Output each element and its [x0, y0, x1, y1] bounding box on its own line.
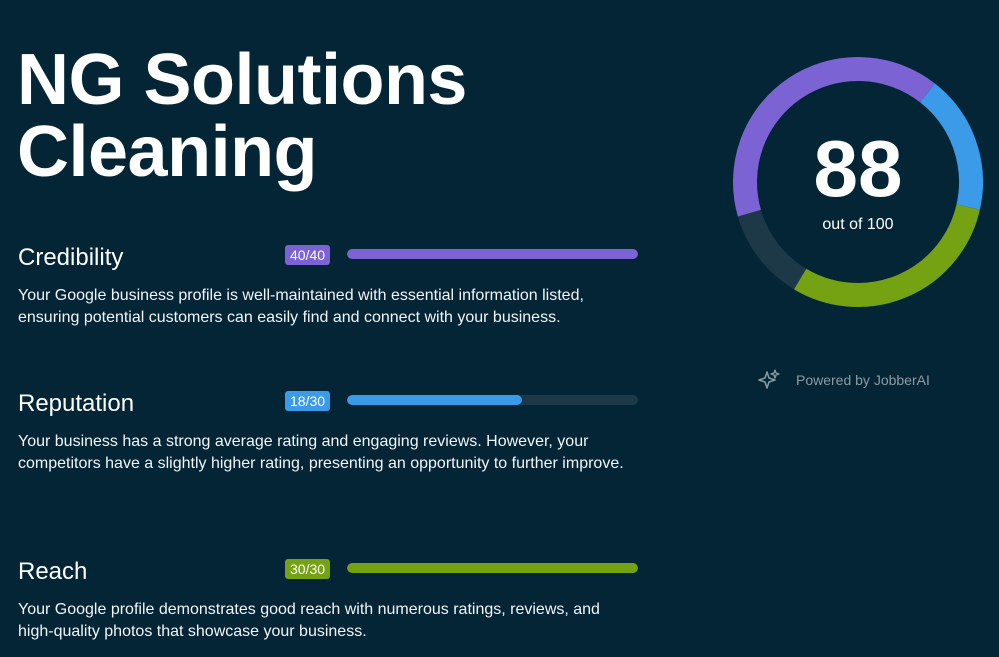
reputation-description: Your business has a strong average ratin…	[18, 433, 624, 472]
page-title: NG Solutions Cleaning	[17, 44, 617, 188]
title-line-2: Cleaning	[17, 112, 318, 192]
section-reputation-title: Reputation	[18, 390, 135, 417]
title-line-1: NG Solutions	[17, 40, 467, 120]
section-reach: Reach 30/30 Your Google profile demonstr…	[18, 557, 638, 643]
section-reputation: Reputation 18/30 Your business has a str…	[18, 389, 638, 475]
reach-score-badge: 30/30	[285, 559, 331, 579]
reach-description: Your Google profile demonstrates good re…	[18, 601, 600, 640]
credibility-description: Your Google business profile is well-mai…	[18, 287, 584, 326]
credibility-progress-fill	[347, 249, 638, 259]
score-gauge-ring	[733, 57, 983, 307]
reputation-progress-fill	[347, 395, 522, 405]
gauge-segment-credibility	[733, 57, 935, 217]
credibility-score-badge: 40/40	[285, 245, 331, 265]
powered-by-label: Powered by JobberAI	[796, 372, 930, 388]
reputation-score-badge: 18/30	[285, 391, 331, 411]
overall-score-caption: out of 100	[822, 216, 894, 233]
gauge-segment-reach	[794, 204, 980, 307]
gauge-segment-remaining	[737, 209, 807, 290]
overall-score-value: 88	[813, 124, 903, 213]
score-gauge: 88 out of 100	[731, 55, 985, 309]
reach-progress-bar	[347, 563, 638, 573]
section-reach-title: Reach	[18, 558, 88, 585]
section-credibility: Credibility 40/40 Your Google business p…	[18, 243, 638, 329]
sparkles-icon	[757, 368, 781, 392]
reach-progress-fill	[347, 563, 638, 573]
gauge-segment-reputation	[919, 83, 983, 210]
powered-by: Powered by JobberAI	[757, 368, 930, 392]
reputation-progress-bar	[347, 395, 638, 405]
section-credibility-title: Credibility	[18, 244, 124, 271]
credibility-progress-bar	[347, 249, 638, 259]
